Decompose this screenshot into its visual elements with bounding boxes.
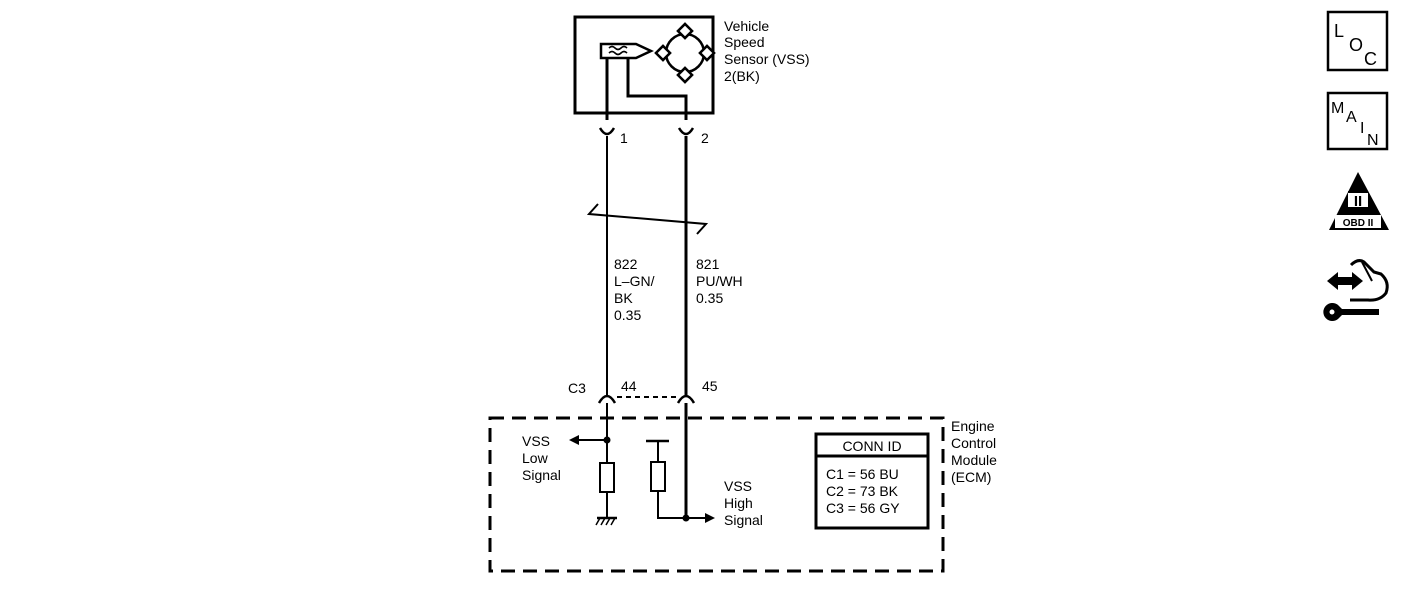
sensor-pin-1-terminal <box>598 127 616 136</box>
ecm-pin-45-terminal <box>676 394 696 404</box>
main-button-frame <box>1326 91 1389 151</box>
wire-821-circuit: 821 <box>696 256 720 272</box>
obd-ii-button[interactable]: II OBD II <box>1329 172 1389 230</box>
loc-letter-2: O <box>1349 35 1363 55</box>
ecm-boundary <box>488 416 945 573</box>
conn-id-row-2: C2 = 73 BK <box>826 483 899 499</box>
ecm-name-line-2: Control <box>951 435 996 451</box>
sensor-name-line-4: 2(BK) <box>724 68 760 84</box>
engine-control-module: Engine Control Module (ECM) VSS Low Sign… <box>488 403 997 573</box>
wire-822-color-2: BK <box>614 290 633 306</box>
sensor-pin-1-label: 1 <box>620 130 628 146</box>
pickup-coil-icon <box>599 42 654 60</box>
double-arrow-icon <box>1327 272 1363 290</box>
high-signal-line-2: High <box>724 495 753 511</box>
obd-numeral-background <box>1348 191 1368 209</box>
ecm-name-line-1: Engine <box>951 418 995 434</box>
hand-icon <box>1349 259 1389 302</box>
loc-letter-3: C <box>1364 49 1377 69</box>
low-signal-line-1: VSS <box>522 433 550 449</box>
wire-821-gauge: 0.35 <box>696 290 723 306</box>
wire-822-circuit: 822 <box>614 256 638 272</box>
loc-button[interactable]: L O C <box>1326 10 1389 72</box>
main-letter-1: M <box>1331 100 1344 117</box>
ground-icon <box>595 516 617 526</box>
wrench-icon <box>1323 303 1379 322</box>
conn-id-title: CONN ID <box>842 438 901 454</box>
ecm-connector-c3: C3 44 45 <box>568 378 718 404</box>
sensor-housing <box>573 15 715 115</box>
sensor-name-line-2: Speed <box>724 34 764 50</box>
conn-id-row-3: C3 = 56 GY <box>826 500 900 516</box>
ecm-name-line-4: (ECM) <box>951 469 991 485</box>
main-button[interactable]: M A I N <box>1326 91 1389 151</box>
main-letter-2: A <box>1346 109 1357 126</box>
sensor-connector: 1 2 <box>598 127 709 146</box>
wire-822-gauge: 0.35 <box>614 307 641 323</box>
ecm-name-line-3: Module <box>951 452 997 468</box>
wire-822-color-1: L–GN/ <box>614 273 655 289</box>
conn-id-row-1: C1 = 56 BU <box>826 466 899 482</box>
wire-822-label: 822 L–GN/ BK 0.35 <box>614 256 655 323</box>
obd-numeral: II <box>1354 193 1362 210</box>
sensor-pin-2-label: 2 <box>701 130 709 146</box>
obd-label: OBD II <box>1343 218 1374 229</box>
high-signal-line-1: VSS <box>724 478 752 494</box>
main-letter-3: I <box>1360 120 1364 137</box>
low-signal-line-3: Signal <box>522 467 561 483</box>
sensor-lead-high <box>626 58 688 120</box>
loc-button-frame <box>1326 10 1389 72</box>
wire-821-color-1: PU/WH <box>696 273 743 289</box>
loc-letter-1: L <box>1334 21 1344 41</box>
sensor-name-line-3: Sensor (VSS) <box>724 51 810 67</box>
sensor-pin-2-terminal <box>677 127 695 136</box>
sensor-name-line-1: Vehicle <box>724 18 769 34</box>
low-side-resistor <box>599 462 615 493</box>
ecm-connector-label: C3 <box>568 380 586 396</box>
main-letter-4: N <box>1367 132 1379 149</box>
ecm-pin-44-terminal <box>597 394 617 404</box>
diagnostic-tool-button[interactable] <box>1323 259 1389 322</box>
ecm-pin-45-label: 45 <box>702 378 718 394</box>
ecm-pin-44-label: 44 <box>621 378 637 394</box>
wire-821-label: 821 PU/WH 0.35 <box>696 256 743 306</box>
high-signal-line-3: Signal <box>724 512 763 528</box>
pullup-to-signal-wire <box>657 491 686 519</box>
low-signal-line-2: Low <box>522 450 549 466</box>
twisted-pair-symbol <box>586 203 709 235</box>
high-side-resistor <box>650 461 666 492</box>
vehicle-speed-sensor: Vehicle Speed Sensor (VSS) 2(BK) <box>573 15 810 120</box>
conn-id-border <box>814 432 930 530</box>
obd-label-background <box>1335 215 1381 228</box>
conn-id-table: CONN ID C1 = 56 BU C2 = 73 BK C3 = 56 GY <box>814 432 930 530</box>
reluctor-wheel-icon <box>654 22 716 84</box>
